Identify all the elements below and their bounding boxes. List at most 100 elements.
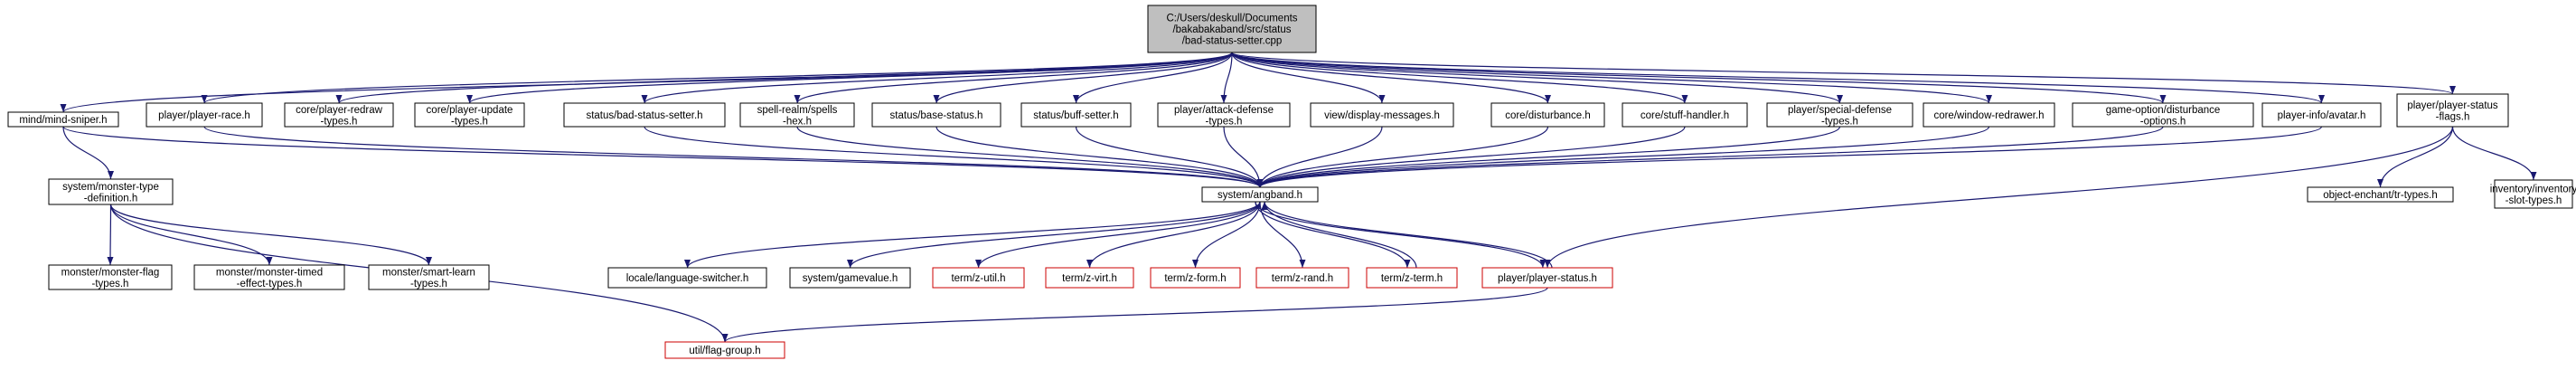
node-attack-defense-types[interactable]: player/attack-defense-types.h [1157,102,1291,128]
node-label: -types.h [1206,116,1243,127]
node-monster-type-definition[interactable]: system/monster-type-definition.h [48,178,174,205]
edge-root-to-player-redraw-types [335,52,1233,104]
node-spells-hex[interactable]: spell-realm/spells-hex.h [739,102,855,128]
edge-player-race-to-angband [203,126,1264,188]
edge-window-redrawer-to-angband [1256,126,1990,188]
node-stuff-handler[interactable]: core/stuff-handler.h [1622,102,1748,128]
node-label: term/z-term.h [1381,273,1443,284]
node-buff-setter[interactable]: status/buff-setter.h [1020,102,1132,128]
node-base-status[interactable]: status/base-status.h [871,102,1001,128]
node-smart-learn-types[interactable]: monster/smart-learn-types.h [368,264,490,290]
node-label: core/player-redraw [296,105,383,116]
node-label: locale/language-switcher.h [626,273,749,284]
node-disturbance-options[interactable]: game-option/disturbance-options.h [2072,102,2254,128]
node-label: player/player-race.h [158,110,250,121]
node-label: -types.h [410,279,447,289]
node-angband[interactable]: system/angband.h [1201,186,1319,203]
node-label: core/window-redrawer.h [1933,110,2044,121]
edge-angband-to-language-switcher [684,201,1261,269]
edge-display-messages-to-angband [1256,126,1383,188]
node-inventory-slot-types[interactable]: inventory/inventory-slot-types.h [2490,179,2576,209]
node-label: -types.h [92,279,129,289]
edge-root-to-disturbance-options [1231,52,2167,104]
node-language-switcher[interactable]: locale/language-switcher.h [607,267,767,289]
node-label: player/player-status [2407,100,2498,111]
node-label: player/attack-defense [1174,105,1274,116]
edge-player-status-to-flag-group [721,287,1548,343]
edge-root-to-stuff-handler [1231,52,1688,104]
node-label: status/buff-setter.h [1033,110,1118,121]
node-label: monster/monster-timed [216,267,323,278]
edge-angband-to-z-util [975,201,1261,269]
edge-root-to-buff-setter [1073,52,1233,104]
node-avatar[interactable]: player-info/avatar.h [2261,102,2382,128]
node-tr-types[interactable]: object-enchant/tr-types.h [2307,186,2454,203]
node-player-redraw-types[interactable]: core/player-redraw-types.h [284,102,394,128]
node-player-update-types[interactable]: core/player-update-types.h [414,102,525,128]
node-z-rand[interactable]: term/z-rand.h [1255,267,1349,289]
node-bad-status-setter-h[interactable]: status/bad-status-setter.h [563,102,726,128]
node-monster-timed-effect-types[interactable]: monster/monster-timed-effect-types.h [193,264,345,290]
edge-avatar-to-angband [1256,126,2323,188]
node-label: core/disturbance.h [1505,110,1591,121]
edge-root-to-bad-status-setter-h [641,52,1233,104]
node-label: monster/smart-learn [382,267,475,278]
edge-angband-to-player-status [1255,201,1547,269]
node-z-util[interactable]: term/z-util.h [932,267,1025,289]
edge-root-to-player-update-types [466,52,1233,104]
node-special-defense-types[interactable]: player/special-defense-types.h [1766,102,1913,128]
node-z-form[interactable]: term/z-form.h [1150,267,1241,289]
edge-monster-type-definition-to-smart-learn-types [109,204,432,266]
node-root[interactable]: C:/Users/deskull/Documents/bakabakaband/… [1147,5,1317,53]
node-label: core/stuff-handler.h [1641,110,1729,121]
node-player-status-flags[interactable]: player/player-status-flags.h [2396,93,2509,128]
node-label: term/z-util.h [951,273,1005,284]
edge-bad-status-setter-h-to-angband [644,126,1264,188]
node-z-term[interactable]: term/z-term.h [1366,267,1458,289]
node-window-redrawer[interactable]: core/window-redrawer.h [1923,102,2055,128]
edge-root-to-special-defense-types [1231,52,1843,104]
node-label: player/player-status.h [1498,273,1597,284]
edges-layer [60,52,2537,343]
node-label: game-option/disturbance [2106,105,2221,116]
node-player-status[interactable]: player/player-status.h [1481,267,1613,289]
edge-angband-to-z-form [1192,201,1261,269]
node-label: term/z-form.h [1164,273,1226,284]
node-flag-group[interactable]: util/flag-group.h [664,341,785,359]
node-label: system/monster-type [62,182,159,193]
edge-z-term-to-angband [1261,201,1417,269]
edge-root-to-player-race [201,52,1233,104]
node-label: /bakabakaband/src/status [1172,24,1291,35]
node-disturbance[interactable]: core/disturbance.h [1490,102,1605,128]
node-z-virt[interactable]: term/z-virt.h [1045,267,1134,289]
node-label: /bad-status-setter.cpp [1182,36,1283,47]
edge-mind-sniper-to-angband [62,126,1264,188]
node-label: player-info/avatar.h [2278,110,2366,121]
node-gamevalue[interactable]: system/gamevalue.h [789,267,911,289]
node-label: -definition.h [84,193,137,204]
edge-player-status-to-angband [1261,201,1553,269]
edge-angband-to-gamevalue [847,201,1261,269]
edge-root-to-disturbance [1231,52,1551,104]
node-label: status/base-status.h [890,110,983,121]
edge-spells-hex-to-angband [796,126,1264,188]
edge-disturbance-to-angband [1256,126,1549,188]
node-monster-flag-types[interactable]: monster/monster-flag-types.h [48,264,173,290]
edge-attack-defense-types-to-angband [1223,126,1264,188]
edge-root-to-player-status-flags [1231,52,2456,95]
node-label: inventory/inventory [2490,184,2576,194]
node-label: -effect-types.h [237,279,303,289]
node-label: spell-realm/spells [757,105,838,116]
node-mind-sniper[interactable]: mind/mind-sniper.h [7,111,119,128]
node-label: view/display-messages.h [1324,110,1440,121]
edge-special-defense-types-to-angband [1256,126,1841,188]
node-label: util/flag-group.h [689,346,760,356]
edge-angband-to-z-virt [1086,201,1261,269]
node-display-messages[interactable]: view/display-messages.h [1310,102,1454,128]
edge-angband-to-z-rand [1259,201,1306,269]
nodes-layer: C:/Users/deskull/Documents/bakabakaband/… [7,5,2576,359]
node-player-race[interactable]: player/player-race.h [146,102,263,128]
node-label: term/z-rand.h [1272,273,1333,284]
node-label: -types.h [1821,116,1858,127]
node-label: object-enchant/tr-types.h [2323,190,2438,201]
